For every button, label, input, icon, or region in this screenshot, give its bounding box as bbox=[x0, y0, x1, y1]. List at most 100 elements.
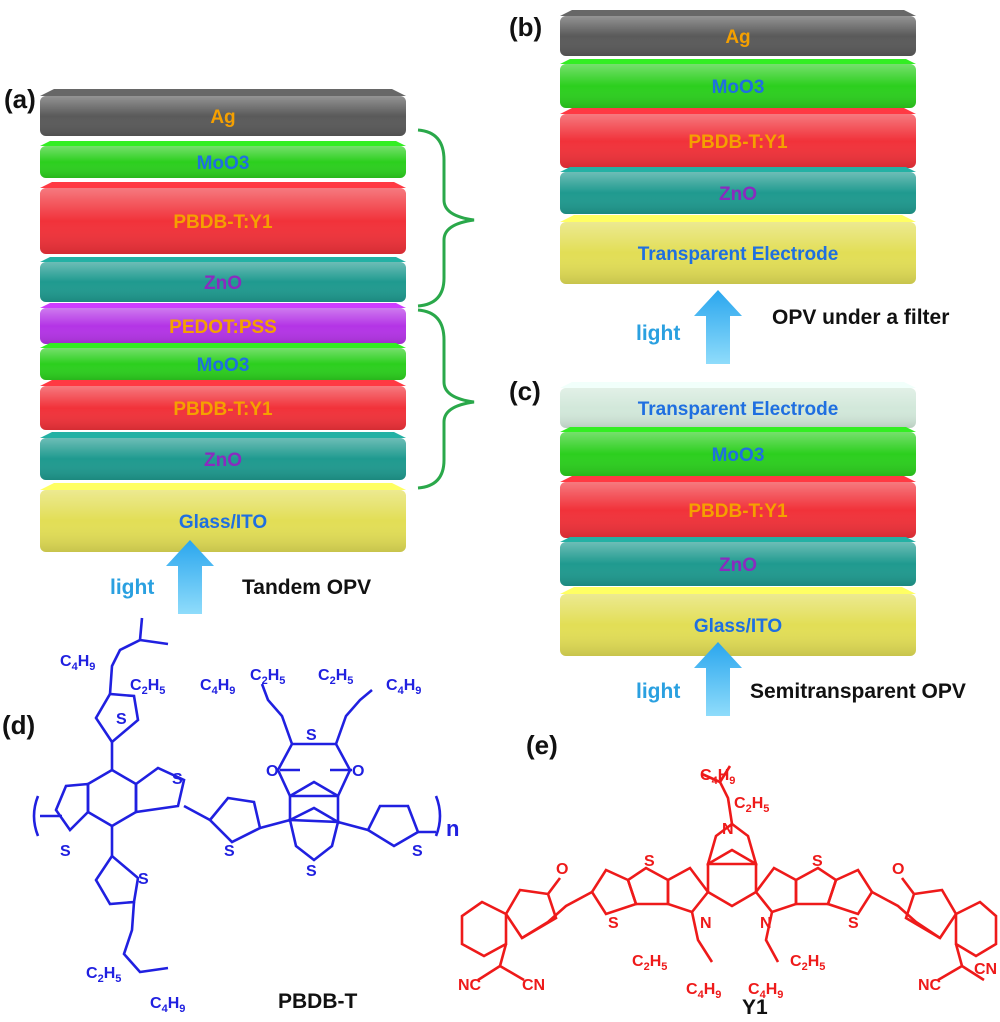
layer-top-face bbox=[560, 427, 916, 432]
alkyl-3: C4H9 bbox=[200, 677, 235, 697]
light-arrow-a bbox=[166, 540, 214, 614]
y1-cn-left: CN bbox=[522, 977, 545, 994]
layer-shine bbox=[560, 432, 916, 476]
pbdbt-o-2: O bbox=[352, 763, 364, 780]
layer-top-face bbox=[40, 257, 406, 262]
pbdbt-s-3: S bbox=[116, 711, 127, 728]
y1-o-2: O bbox=[892, 861, 904, 878]
filter-opv-caption: OPV under a filter bbox=[772, 306, 949, 329]
y1-alkyl-3: C2H5 bbox=[632, 953, 667, 973]
semitransparent-opv-caption: Semitransparent OPV bbox=[750, 680, 966, 703]
layer-shine bbox=[560, 542, 916, 586]
y1-alkyl-5: C4H9 bbox=[748, 981, 783, 1001]
layer-top-face bbox=[40, 182, 406, 188]
alkyl-7: C2H5 bbox=[86, 965, 121, 985]
stack_a-layer-pbdb: PBDB-T:Y1 bbox=[40, 380, 406, 430]
light-arrow-c bbox=[694, 642, 742, 716]
y1-structure bbox=[460, 765, 998, 982]
light-arrow-b bbox=[694, 290, 742, 364]
y1-cn-right: CN bbox=[974, 961, 997, 978]
layer-shine bbox=[560, 482, 916, 538]
layer-shine bbox=[40, 146, 406, 178]
stack_a-layer-pedot: PEDOT:PSS bbox=[40, 303, 406, 344]
y1-n-2: N bbox=[700, 915, 712, 932]
layer-shine bbox=[40, 490, 406, 552]
alkyl-4: C2H5 bbox=[250, 667, 285, 687]
layer-label: Glass/ITO bbox=[694, 616, 782, 637]
alkyl-8: C4H9 bbox=[150, 995, 185, 1015]
layer-label: PBDB-T:Y1 bbox=[173, 399, 273, 420]
layer-shine bbox=[560, 594, 916, 656]
stack_c-layer-glass: Glass/ITO bbox=[560, 587, 916, 656]
y1-alkyl-1: C4H9 bbox=[700, 767, 735, 787]
y1-s-4: S bbox=[848, 915, 859, 932]
layer-top-face bbox=[560, 10, 916, 16]
panel-label-e: (e) bbox=[526, 730, 558, 760]
pbdbt-s-5: S bbox=[224, 843, 235, 860]
y1-alkyl-6: C2H5 bbox=[790, 953, 825, 973]
y1-nc-left: NC bbox=[458, 977, 482, 994]
pbdbt-s-1: S bbox=[60, 843, 71, 860]
layer-shine bbox=[40, 348, 406, 380]
layer-top-face bbox=[560, 537, 916, 542]
layer-shine bbox=[560, 114, 916, 168]
stack_b-layer-glass: Transparent Electrode bbox=[560, 215, 916, 284]
top-subcell-brace bbox=[417, 128, 475, 308]
layer-label: PEDOT:PSS bbox=[169, 317, 277, 338]
pbdbt-s-4: S bbox=[138, 871, 149, 888]
layer-top-face bbox=[560, 587, 916, 594]
layer-top-face bbox=[560, 215, 916, 222]
layer-top-face bbox=[40, 343, 406, 348]
alkyl-5: C2H5 bbox=[318, 667, 353, 687]
stack_a-layer-glass: Glass/ITO bbox=[40, 483, 406, 552]
layer-label: MoO3 bbox=[712, 445, 765, 466]
alkyl-2: C2H5 bbox=[130, 677, 165, 697]
layer-shine bbox=[40, 188, 406, 254]
stack_a-layer-ag: Ag bbox=[40, 89, 406, 136]
pbdbt-s-2: S bbox=[172, 771, 183, 788]
stack_c-layer-zno: ZnO bbox=[560, 537, 916, 586]
layer-top-face bbox=[40, 380, 406, 386]
stack_a-layer-zno: ZnO bbox=[40, 432, 406, 480]
layer-label: Transparent Electrode bbox=[638, 399, 839, 420]
layer-top-face bbox=[560, 382, 916, 388]
panel-label-b: (b) bbox=[509, 12, 542, 42]
layer-shine bbox=[40, 386, 406, 430]
tandem-opv-stack: AgMoO3PBDB-T:Y1ZnOPEDOT:PSSMoO3PBDB-T:Y1… bbox=[40, 89, 406, 552]
layer-shine bbox=[40, 438, 406, 480]
bottom-subcell-brace bbox=[417, 308, 475, 490]
stack_b-layer-pbdb: PBDB-T:Y1 bbox=[560, 108, 916, 168]
pbdbt-o-1: O bbox=[266, 763, 278, 780]
y1-name: Y1 bbox=[742, 996, 768, 1019]
stack_b-layer-zno: ZnO bbox=[560, 167, 916, 214]
layer-shine bbox=[560, 64, 916, 108]
pbdbt-atom-labels: S S S S S S S S O O n C4H9 C2H5 C4H9 C2H… bbox=[60, 653, 459, 1015]
y1-n-3: N bbox=[760, 915, 772, 932]
stack_a-layer-zno: ZnO bbox=[40, 257, 406, 302]
layer-label: MoO3 bbox=[197, 355, 250, 376]
layer-shine bbox=[560, 388, 916, 428]
tandem-opv-caption: Tandem OPV bbox=[242, 576, 371, 599]
stack_a-layer-moo3: MoO3 bbox=[40, 141, 406, 178]
layer-shine bbox=[40, 96, 406, 136]
stack_b-layer-ag: Ag bbox=[560, 10, 916, 56]
stack_b-layer-moo3: MoO3 bbox=[560, 59, 916, 108]
layer-label: ZnO bbox=[719, 184, 757, 205]
layer-label: Glass/ITO bbox=[179, 512, 267, 533]
pbdbt-structure bbox=[32, 617, 442, 974]
panel-label-a: (a) bbox=[4, 84, 36, 114]
layer-shine bbox=[560, 222, 916, 284]
y1-n-1: N bbox=[722, 821, 734, 838]
layer-label: PBDB-T:Y1 bbox=[688, 501, 788, 522]
alkyl-6: C4H9 bbox=[386, 677, 421, 697]
pbdbt-s-7: S bbox=[306, 863, 317, 880]
panel-label-d: (d) bbox=[2, 710, 35, 740]
layer-top-face bbox=[40, 141, 406, 146]
layer-shine bbox=[40, 262, 406, 302]
pbdbt-s-6: S bbox=[306, 727, 317, 744]
layer-top-face bbox=[40, 303, 406, 308]
layer-label: Transparent Electrode bbox=[638, 244, 839, 265]
